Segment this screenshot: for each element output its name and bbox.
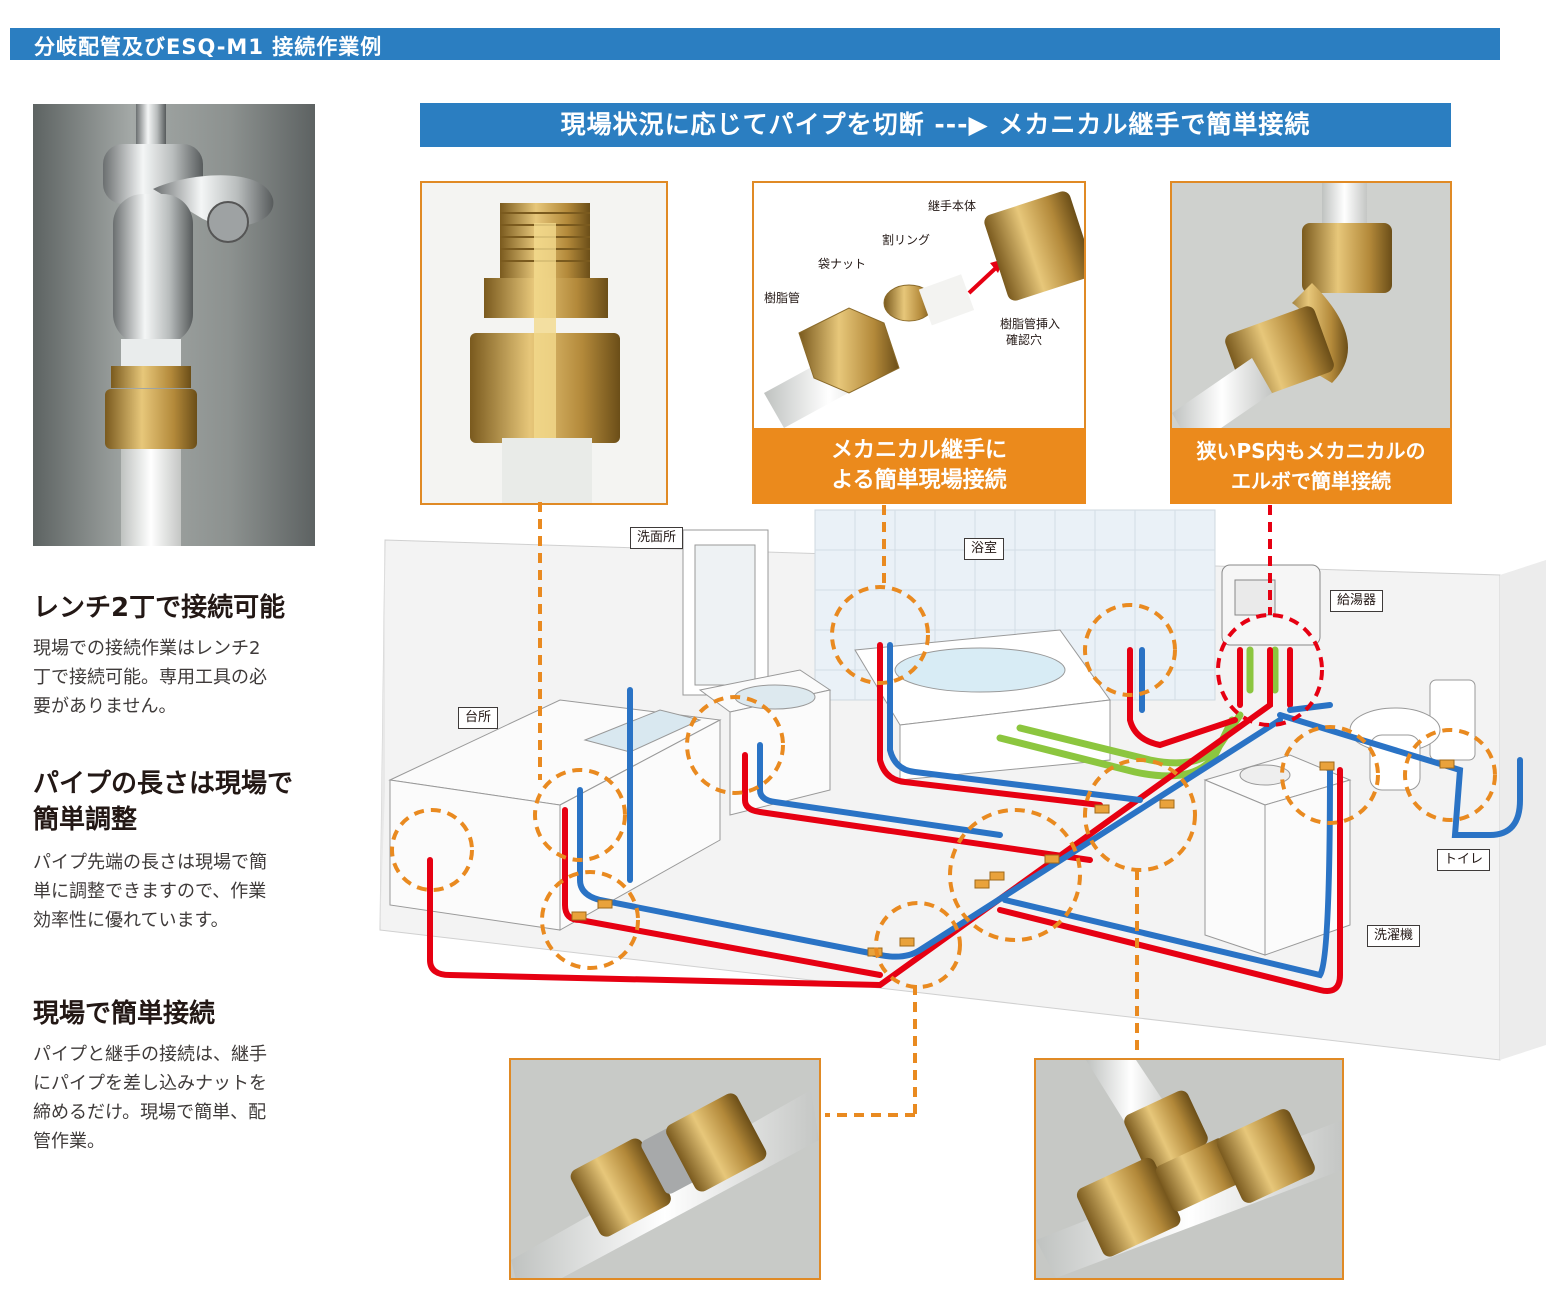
feature-body-wrench: 現場での接続作業はレンチ2 丁で接続可能。専用工具の必 要がありません。 — [33, 634, 333, 721]
text-line: パイプ先端の長さは現場で簡 — [33, 852, 267, 873]
focus-circles — [390, 585, 1497, 989]
fitting-markers — [571, 759, 1455, 957]
right-wall — [1500, 560, 1546, 1060]
text-line: 丁で接続可能。専用工具の必 — [33, 667, 267, 688]
process-banner-text: 現場状況に応じてパイプを切断 ---▶ メカニカル継手で簡単接続 — [560, 110, 1311, 139]
caption-line: メカニカル継手に — [830, 438, 1007, 463]
cutaway-fitting-image — [422, 183, 666, 503]
elbow-fitting-image — [1172, 183, 1450, 428]
faucet-photo — [33, 104, 315, 546]
cold-water-pipes — [577, 642, 1523, 979]
tag-laundry: 洗濯機 — [1367, 925, 1421, 947]
tee-fitting-image — [1036, 1060, 1342, 1278]
text-line: 締めるだけ。現場で簡単、配 — [33, 1102, 267, 1123]
tag-water-heater: 給湯器 — [1330, 590, 1384, 612]
union-fitting-frame — [509, 1058, 821, 1280]
left-wall — [380, 540, 385, 930]
leader-lines — [538, 502, 1139, 1117]
callout-split-ring: 割リング — [882, 233, 931, 247]
union-fitting-image — [511, 1060, 819, 1278]
text-line: 現場での接続作業はレンチ2 — [33, 638, 261, 659]
faucet-illustration — [103, 104, 274, 546]
callout-resin-pipe: 樹脂管 — [764, 291, 801, 305]
feature-title-length: パイプの長さは現場で 簡単調整 — [33, 766, 293, 838]
heater-focus-circle — [1216, 613, 1324, 727]
title-line: 簡単調整 — [33, 805, 138, 835]
callout-fitting-body: 継手本体 — [928, 199, 977, 213]
tag-bath: 浴室 — [964, 538, 1005, 560]
text-line: 要がありません。 — [33, 696, 177, 717]
tee-fitting-frame — [1034, 1058, 1344, 1280]
washroom-vanity — [682, 529, 832, 816]
header-bar: 分岐配管及びESQ-M1 接続作業例 — [10, 28, 1500, 60]
fitting-parts-image — [754, 183, 1084, 428]
feature-body-length: パイプ先端の長さは現場で簡 単に調整できますので、作業 効率性に優れています。 — [33, 848, 333, 935]
page-title: 分岐配管及びESQ-M1 接続作業例 — [34, 35, 383, 59]
caption-line: エルボで簡単接続 — [1231, 469, 1391, 493]
callout-bag-nut: 袋ナット — [818, 257, 867, 271]
callout-insert-check-1: 樹脂管挿入 — [1000, 317, 1061, 331]
callout-insert-check-2: 確認穴 — [1006, 333, 1043, 347]
caption-line: 狭いPS内もメカニカルの — [1196, 439, 1426, 463]
text-line: にパイプを差し込みナットを — [33, 1073, 267, 1094]
text-line: 単に調整できますので、作業 — [33, 881, 267, 902]
text-line: パイプと継手の接続は、継手 — [33, 1044, 267, 1065]
cutaway-fitting-frame — [420, 181, 668, 505]
feature-title-wrench: レンチ2丁で接続可能 — [33, 593, 286, 623]
caption-elbow: 狭いPS内もメカニカルの エルボで簡単接続 — [1170, 428, 1452, 504]
tag-toilet: トイレ — [1437, 849, 1491, 871]
tag-kitchen: 台所 — [458, 707, 499, 729]
elbow-fitting-frame — [1170, 181, 1452, 430]
process-banner: 現場状況に応じてパイプを切断 ---▶ メカニカル継手で簡単接続 — [420, 103, 1451, 147]
text-line: 効率性に優れています。 — [33, 910, 229, 931]
title-line: パイプの長さは現場で — [33, 769, 294, 799]
text-line: 管作業。 — [33, 1131, 105, 1152]
feature-body-easy: パイプと継手の接続は、継手 にパイプを差し込みナットを 締めるだけ。現場で簡単、… — [33, 1040, 333, 1156]
caption-line: よる簡単現場接続 — [831, 468, 1007, 493]
bathtub — [854, 629, 1111, 781]
fitting-parts-frame: 継手本体 割リング 袋ナット 樹脂管 樹脂管挿入 確認穴 — [752, 181, 1086, 430]
caption-mechanical: メカニカル継手に よる簡単現場接続 — [752, 428, 1086, 504]
tag-washroom: 洗面所 — [630, 527, 684, 549]
feature-title-easy: 現場で簡単接続 — [33, 999, 216, 1029]
